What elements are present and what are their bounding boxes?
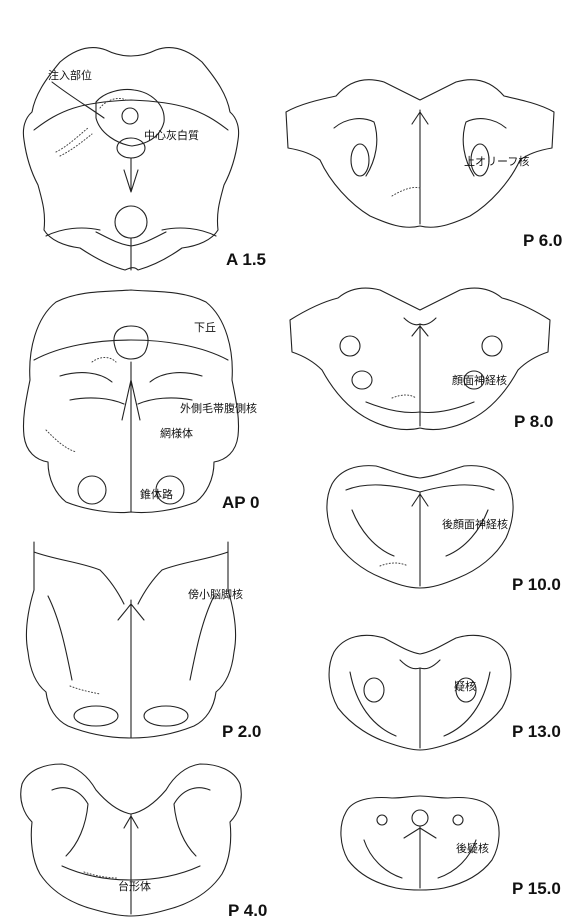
level-label: P 4.0 [228, 901, 267, 920]
inner-left [52, 788, 88, 856]
section-p2-0: 傍小脳脚核 P 2.0 [26, 542, 261, 741]
ventricle [400, 660, 440, 669]
peduncle-left [46, 228, 100, 236]
aqueduct [122, 108, 138, 124]
nucleus-right [453, 815, 463, 825]
labeled-fibers [46, 358, 116, 453]
pons-bulge [115, 206, 147, 238]
label-central-gray: 中心灰白質 [144, 128, 199, 142]
pyramid-left [78, 476, 106, 504]
inner-left [364, 840, 402, 878]
label-trapezoid-body: 台形体 [118, 879, 151, 893]
label-injection-site: 注入部位 [48, 68, 92, 82]
section-p6-0: 上オリーフ核 P 6.0 [286, 80, 562, 250]
tracer-injection [56, 98, 126, 156]
midline [412, 324, 428, 426]
colliculus-line [34, 340, 228, 360]
midline [122, 362, 140, 512]
level-label: P 8.0 [514, 412, 553, 431]
label-superior-olive: 上オリーフ核 [464, 154, 529, 168]
pontine-right [144, 706, 188, 726]
interpeduncular [117, 138, 145, 158]
inner-right [446, 510, 488, 556]
level-label: P 10.0 [512, 575, 561, 594]
level-label: P 2.0 [222, 722, 261, 741]
label-parabrachial-nucleus: 傍小脳脚核 [188, 587, 243, 601]
label-ambiguus-nucleus: 疑核 [454, 679, 476, 693]
midline [412, 110, 428, 224]
section-p13-0: 疑核 P 13.0 [329, 635, 561, 750]
basis-pontis [96, 232, 166, 270]
midline [124, 814, 138, 914]
midline [124, 158, 138, 192]
inner-arc [346, 485, 494, 492]
nucleus-right-a [482, 336, 502, 356]
section-ap0: 下丘 外側毛帯腹側核 網様体 錐体路 AP 0 [23, 290, 259, 513]
label-pyramidal-tract: 錐体路 [140, 487, 173, 501]
section-p4-0: 台形体 P 4.0 [21, 764, 268, 920]
level-label: AP 0 [222, 493, 260, 512]
section-p10-0: 後顔面神経核 P 10.0 [327, 466, 561, 594]
facial-nucleus-left [352, 371, 372, 389]
section-p8-0: 顔面神経核 P 8.0 [290, 288, 553, 431]
pontine-left [74, 706, 118, 726]
midline [118, 600, 144, 738]
tegmentum-right [138, 373, 202, 404]
labeled-fibers [392, 395, 416, 398]
level-label: P 15.0 [512, 879, 561, 898]
central-canal [412, 810, 428, 826]
inner-right [174, 788, 210, 856]
label-ventral-lateral-lemniscus: 外側毛帯腹側核 [180, 401, 257, 415]
label-reticular-formation: 網様体 [160, 426, 193, 440]
labeled-fibers [392, 187, 420, 196]
level-label: P 6.0 [523, 231, 562, 250]
inner-left [48, 596, 72, 680]
midline [412, 492, 428, 586]
section-p15-0: 後疑核 P 15.0 [341, 796, 561, 898]
section-a1-5: 注入部位 中心灰白質 A 1.5 [23, 48, 266, 270]
labeled-fibers [380, 563, 408, 566]
inner-right [190, 596, 214, 680]
nucleus-left [377, 815, 387, 825]
label-retrofacial-nucleus: 後顔面神経核 [442, 517, 508, 531]
nucleus-left [351, 144, 369, 176]
labeled-fibers [70, 686, 100, 694]
inner-left [334, 119, 377, 176]
level-label: A 1.5 [226, 250, 266, 269]
tegmentum-left [60, 373, 124, 404]
nucleus-left [364, 678, 384, 702]
inner-contour [34, 100, 228, 130]
label-facial-nucleus: 顔面神経核 [452, 373, 507, 387]
fourth-ventricle [114, 326, 148, 359]
peduncle-right [162, 228, 216, 236]
inner-left [352, 510, 394, 556]
midline [404, 826, 436, 888]
injection-needle [52, 82, 104, 118]
label-inferior-colliculus: 下丘 [194, 321, 216, 334]
level-label: P 13.0 [512, 722, 561, 741]
label-retroambiguus-nucleus: 後疑核 [456, 841, 489, 855]
nucleus-left-a [340, 336, 360, 356]
